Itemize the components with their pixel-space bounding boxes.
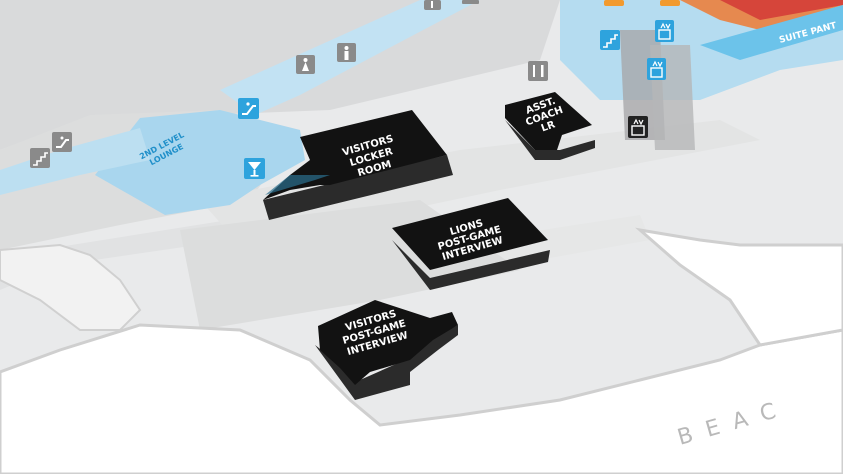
cocktail-icon[interactable] [244,158,265,179]
locker-room-side [263,155,453,220]
elevator-icon-1[interactable] [655,20,674,42]
restroom-men-icon[interactable] [337,43,356,62]
dining-icon-top[interactable] [424,0,441,10]
stairs-icon-blue[interactable] [600,30,620,50]
suite-red [720,0,843,20]
elevator-icon-dark[interactable] [628,116,648,138]
stairs-icon-gray[interactable] [30,148,50,168]
lounge-area [95,110,305,215]
orange-icon-2[interactable] [660,0,680,6]
coach-room-side [505,120,595,160]
elevator-icon-2[interactable] [647,58,666,80]
fork-knife-icon[interactable] [528,61,548,81]
lions-interview-top [392,198,548,270]
field-left-edge [0,243,142,331]
blue-walkway-left [0,128,150,195]
beach-field [0,323,843,474]
suite-band [700,5,843,60]
visitors-interview-side [315,325,458,400]
lions-interview-side [392,240,550,290]
restroom-women-icon[interactable] [296,55,315,74]
orange-icon-1[interactable] [604,0,624,6]
restroom-icon-top[interactable] [462,0,479,4]
escalator-icon-gray[interactable] [52,132,72,152]
coach-room-top [505,92,592,150]
coach-label-line-3: LR [540,119,557,134]
locker-room-corner [265,175,330,195]
escalator-icon[interactable] [238,98,259,119]
visitors-interview-top [318,300,458,385]
field-right [635,227,843,347]
